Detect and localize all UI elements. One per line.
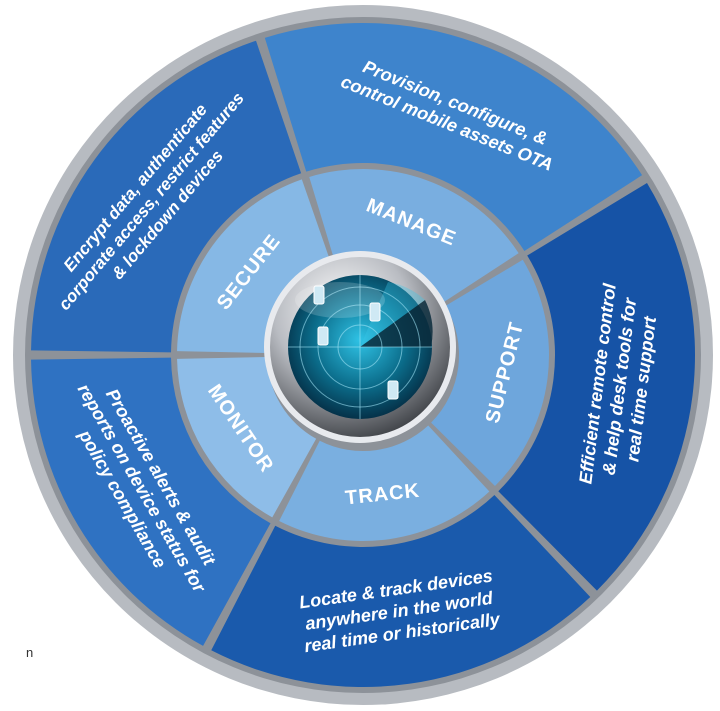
outer-segment-track [211, 494, 591, 687]
outer-segment-monitor [31, 357, 271, 646]
outer-ring [31, 22, 696, 687]
inner-segment-support [431, 259, 550, 487]
inner-segment-manage [309, 168, 519, 303]
stray-text: n [26, 645, 34, 660]
inner-ring [177, 168, 550, 541]
outer-segment-support [498, 183, 696, 591]
mobile-device-icon [313, 285, 399, 400]
inner-segment-track [279, 425, 490, 541]
inner-segment-secure [177, 179, 332, 353]
outer-segment-secure [31, 40, 302, 353]
outer-segment-manage [264, 22, 643, 251]
inner-segment-monitor [177, 357, 317, 518]
radar-icon [264, 251, 456, 443]
